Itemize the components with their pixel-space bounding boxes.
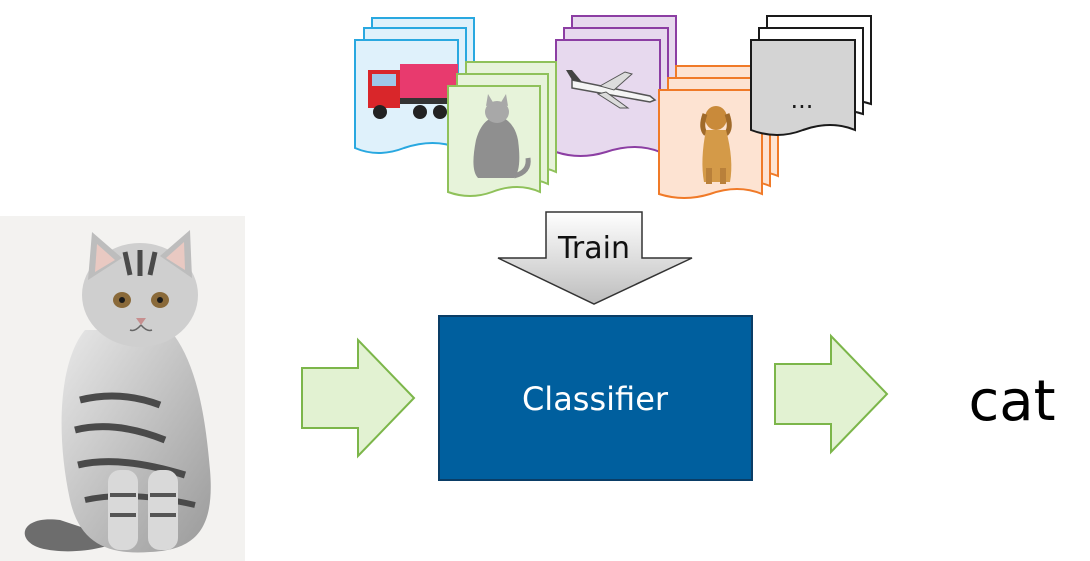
classifier-label: Classifier: [522, 380, 669, 418]
classifier-box: Classifier: [438, 315, 753, 481]
more-datasets-stack: ...: [750, 15, 872, 136]
more-label: ...: [791, 86, 814, 114]
output-label: cat: [968, 369, 1055, 434]
train-label: Train: [557, 231, 630, 266]
truck-icon: [368, 64, 458, 119]
input-cat-image: [0, 216, 245, 561]
cat-image-stack: [447, 61, 557, 197]
airplane-icon: [566, 70, 657, 109]
output-arrow: [774, 333, 889, 455]
train-arrow: Train: [497, 211, 693, 305]
dog-icon: [700, 106, 732, 184]
cat-thumbnail-icon: [473, 94, 531, 179]
input-arrow: [301, 337, 416, 459]
dog-image-stack: [658, 65, 779, 199]
training-dataset-stacks: ...: [354, 15, 872, 199]
airplane-image-stack: [555, 15, 677, 157]
